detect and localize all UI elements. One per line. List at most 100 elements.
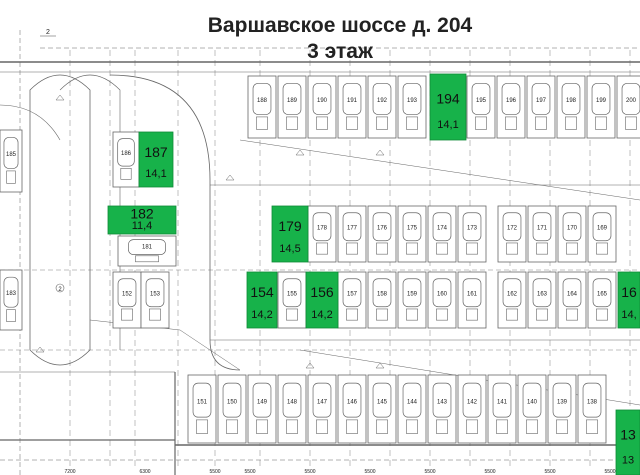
parking-space: 172: [497, 205, 527, 263]
highlight-fill: [615, 409, 640, 475]
car-box: [286, 308, 298, 321]
space-number: 153: [150, 292, 161, 298]
space-number: 16: [621, 284, 637, 300]
car-box: [346, 419, 358, 434]
space-number: 183: [6, 291, 17, 297]
parking-space: 140: [517, 374, 547, 444]
car-box: [506, 308, 518, 321]
highlight-fill: [617, 271, 640, 329]
car-box: [566, 242, 578, 255]
parking-space: 159: [397, 271, 427, 329]
space-number: 173: [467, 226, 478, 232]
space-number: 147: [317, 400, 328, 406]
parking-space: 178: [307, 205, 337, 263]
car-box: [625, 116, 637, 130]
space-number: 200: [626, 98, 637, 104]
space-number: 160: [437, 292, 448, 298]
space-outline: [587, 205, 617, 263]
space-outline: [557, 271, 587, 329]
car-box: [196, 419, 208, 434]
car-outline: [582, 382, 602, 418]
parking-space: 148: [277, 374, 307, 444]
space-number: 178: [317, 226, 328, 232]
parking-space: 163: [527, 271, 557, 329]
parking-space: 143: [427, 374, 457, 444]
space-outline: [577, 374, 607, 444]
space-number: 159: [407, 292, 418, 298]
space-outline: [586, 75, 616, 139]
space-outline: [397, 205, 427, 263]
car-box: [406, 419, 418, 434]
space-outline: [117, 235, 177, 267]
parking-space: 162: [497, 271, 527, 329]
space-number: 189: [287, 98, 298, 104]
parking-space: 183: [0, 269, 23, 331]
space-number: 146: [347, 400, 358, 406]
car-outline: [462, 212, 482, 242]
space-outline: [367, 374, 397, 444]
parking-space: 145: [367, 374, 397, 444]
dimension-label: 5500: [604, 469, 615, 475]
car-box: [596, 242, 608, 255]
space-outline: [112, 131, 140, 188]
parking-space: 155: [277, 271, 307, 329]
parking-space: 200: [616, 75, 640, 139]
space-outline: [187, 374, 217, 444]
space-number: 157: [347, 292, 358, 298]
space-number: 144: [407, 400, 418, 406]
car-outline: [462, 382, 482, 418]
space-outline: [526, 75, 556, 139]
parking-space: 177: [337, 205, 367, 263]
driveway-curve: [109, 74, 241, 371]
car-outline: [282, 278, 302, 308]
car-outline: [282, 83, 302, 115]
space-number: 151: [197, 400, 208, 406]
car-box: [376, 242, 388, 255]
space-number: 182: [130, 206, 154, 222]
parking-space: 197: [526, 75, 556, 139]
space-outline: [247, 374, 277, 444]
space-number: 197: [536, 98, 547, 104]
parking-space: 150: [217, 374, 247, 444]
dimension-label: 5500: [244, 469, 255, 475]
parking-space: 176: [367, 205, 397, 263]
grid-marker-label: 2: [58, 287, 62, 293]
parking-space: 151: [187, 374, 217, 444]
space-number: 193: [407, 98, 418, 104]
space-area: 13: [622, 454, 634, 466]
space-number: 190: [317, 98, 328, 104]
parking-space: 160: [427, 271, 457, 329]
car-box: [566, 308, 578, 321]
space-outline: [0, 269, 23, 331]
car-outline: [432, 382, 452, 418]
space-number: 141: [497, 400, 508, 406]
parking-space: 193: [397, 75, 427, 139]
car-outline: [402, 212, 422, 242]
space-number: 181: [142, 245, 153, 251]
parking-space: 185: [0, 129, 23, 193]
driveway-curve: [0, 104, 61, 141]
car-outline: [342, 382, 362, 418]
space-number: 162: [507, 292, 518, 298]
space-outline: [587, 271, 617, 329]
dimension-label: 6300: [139, 469, 150, 475]
car-box: [286, 116, 298, 130]
space-number: 165: [597, 292, 608, 298]
space-outline: [427, 271, 457, 329]
car-outline: [402, 83, 422, 115]
parking-space: 139: [547, 374, 577, 444]
car-outline: [502, 278, 522, 308]
lane-diagonal: [239, 139, 640, 201]
space-outline: [337, 75, 367, 139]
space-number: 176: [377, 226, 388, 232]
space-area: 14,2: [251, 309, 272, 321]
space-outline: [457, 271, 487, 329]
car-outline: [372, 382, 392, 418]
space-number: 152: [122, 292, 133, 298]
space-outline: [397, 374, 427, 444]
